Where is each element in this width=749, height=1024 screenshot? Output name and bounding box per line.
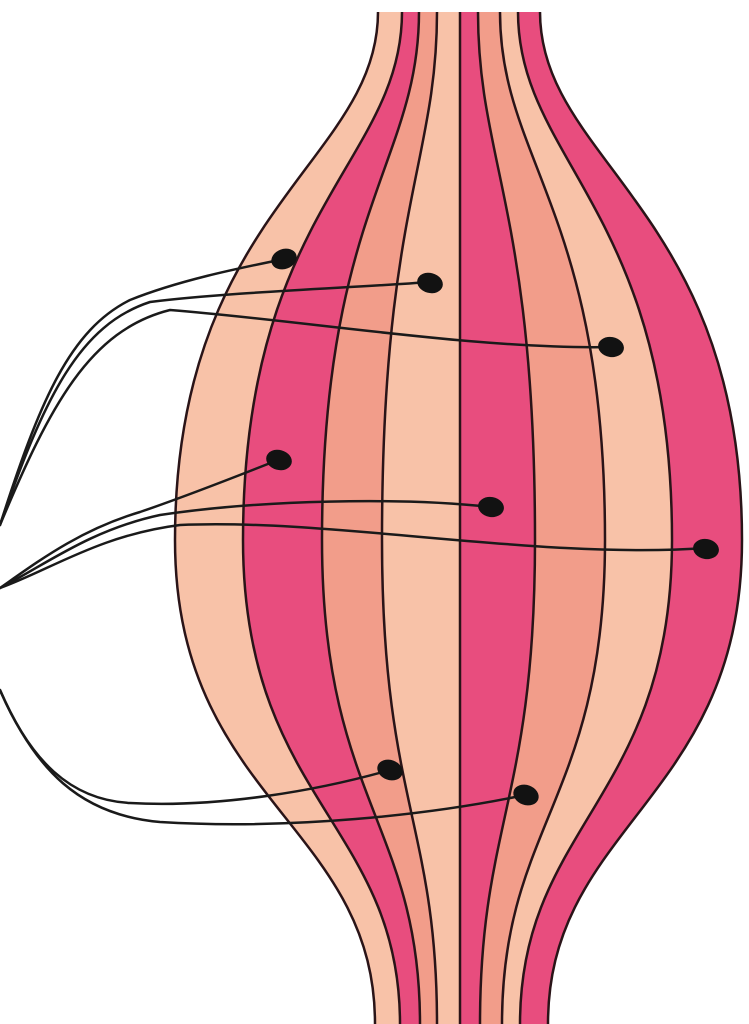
muscle-fibers: [175, 12, 742, 1024]
